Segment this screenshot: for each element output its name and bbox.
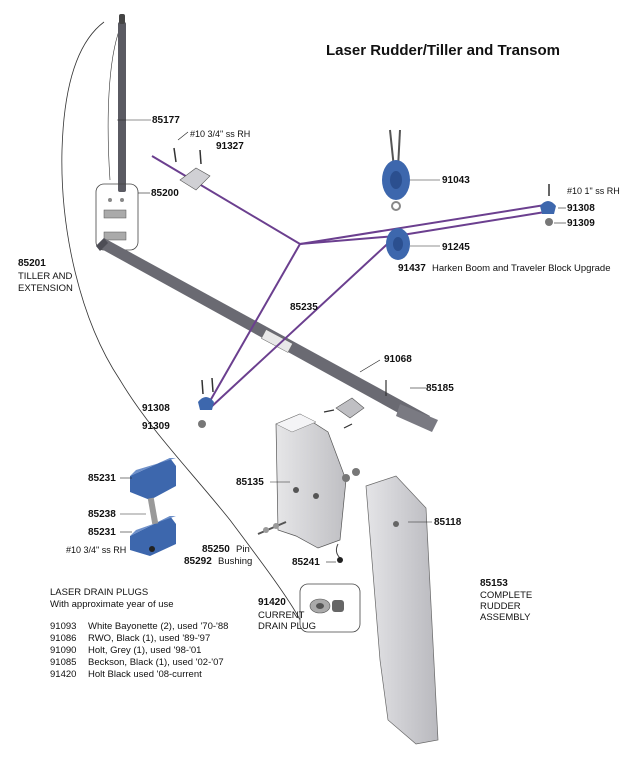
label-91308-top: 91308 <box>567 203 595 214</box>
label-85201-desc-1: TILLER AND <box>18 271 73 282</box>
legend-row: 91420 Holt Black used '08-current <box>50 669 228 681</box>
label-91043: 91043 <box>442 175 470 186</box>
label-85200: 85200 <box>151 188 179 199</box>
label-85231-hardware: #10 3/4" ss RH <box>66 545 127 555</box>
pintle-bracket-lower <box>130 516 176 556</box>
drain-plug-legend: LASER DRAIN PLUGS With approximate year … <box>50 587 228 681</box>
label-85292: 85292 <box>184 556 212 567</box>
legend-desc: White Bayonette (2), used '70-'88 <box>88 621 229 632</box>
label-85177: 85177 <box>152 115 180 126</box>
label-85201: 85201 <box>18 258 46 269</box>
label-91420-desc-2: DRAIN PLUG <box>258 621 317 632</box>
legend-desc: Holt, Grey (1), used '98-'01 <box>88 645 202 656</box>
label-91309-left: 91309 <box>142 421 170 432</box>
tiller <box>96 238 430 426</box>
label-85118: 85118 <box>434 517 462 528</box>
label-85153-desc-3: ASSEMBLY <box>480 612 531 623</box>
legend-row: 91093 White Bayonette (2), used '70-'88 <box>50 621 228 633</box>
fitting-91068 <box>323 397 365 429</box>
label-91327-hardware: #10 3/4" ss RH <box>190 129 251 139</box>
legend-row: 91090 Holt, Grey (1), used '98-'01 <box>50 645 228 657</box>
label-85250: 85250 <box>202 544 230 555</box>
fairlead-91308-left <box>198 377 214 428</box>
label-91420-desc-1: CURRENT <box>258 610 305 621</box>
diagram-title: Laser Rudder/Tiller and Transom <box>326 42 560 59</box>
label-85185: 85185 <box>426 383 454 394</box>
mainsheet-rope <box>151 155 546 409</box>
label-85135: 85135 <box>236 477 264 488</box>
label-85250-desc: Pin <box>236 544 250 555</box>
deck-outline <box>107 27 121 181</box>
label-85231-upper: 85231 <box>88 473 116 484</box>
label-91420: 91420 <box>258 597 286 608</box>
legend-part: 91085 <box>50 657 77 668</box>
legend-subheading: With approximate year of use <box>50 599 174 610</box>
legend-desc: Beckson, Black (1), used '02-'07 <box>88 657 224 668</box>
rudder-head <box>275 413 347 549</box>
legend-part: 91093 <box>50 621 77 632</box>
label-91308-left: 91308 <box>142 403 170 414</box>
label-85201-desc-2: EXTENSION <box>18 283 73 294</box>
label-85153-desc-2: RUDDER <box>480 601 521 612</box>
block-91245 <box>386 228 410 260</box>
legend-desc: RWO, Black (1), used '89-'97 <box>88 633 211 644</box>
label-85241: 85241 <box>292 557 320 568</box>
label-91068: 91068 <box>384 354 412 365</box>
drain-plug-91420 <box>309 598 344 614</box>
rudder-blade <box>365 475 439 745</box>
label-85235: 85235 <box>290 302 318 313</box>
label-85238: 85238 <box>88 509 116 520</box>
legend-heading: LASER DRAIN PLUGS <box>50 587 149 598</box>
label-85292-desc: Bushing <box>218 556 253 567</box>
legend-part: 91420 <box>50 669 77 680</box>
legend-row: 91085 Beckson, Black (1), used '02-'07 <box>50 657 228 669</box>
label-85231-lower: 85231 <box>88 527 116 538</box>
legend-desc: Holt Black used '08-current <box>88 669 202 680</box>
hull-outline <box>61 21 301 621</box>
label-91327: 91327 <box>216 141 244 152</box>
fairlead-91308-right <box>540 184 556 226</box>
tiller-extension <box>118 22 126 192</box>
label-91437-desc: Harken Boom and Traveler Block Upgrade <box>432 263 611 274</box>
label-91308-top-hardware: #10 1" ss RH <box>567 186 620 196</box>
drain-plug-box <box>299 583 361 633</box>
label-91437: 91437 <box>398 263 426 274</box>
fairlead-91327 <box>173 147 211 191</box>
block-91043 <box>382 160 410 211</box>
legend-row: 91086 RWO, Black (1), used '89-'97 <box>50 633 228 645</box>
label-85153: 85153 <box>480 578 508 589</box>
pintle-bracket-upper <box>130 458 176 500</box>
label-85153-desc-1: COMPLETE <box>480 590 533 601</box>
label-91309-top: 91309 <box>567 218 595 229</box>
label-91245: 91245 <box>442 242 470 253</box>
legend-part: 91090 <box>50 645 77 656</box>
legend-part: 91086 <box>50 633 77 644</box>
